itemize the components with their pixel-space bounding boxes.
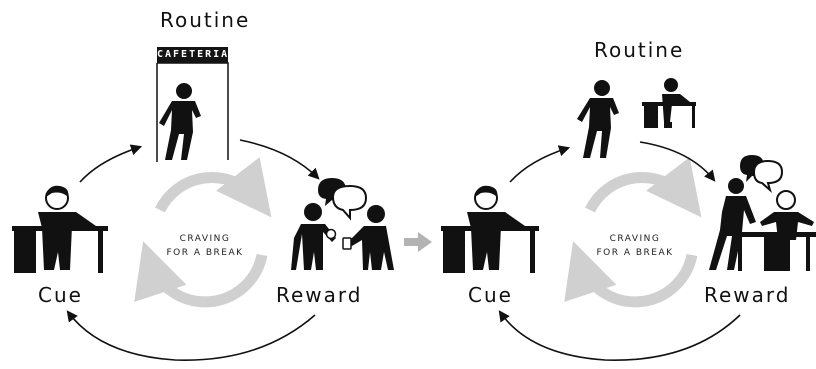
right-arrow-routine-to-reward xyxy=(639,141,716,182)
left-arrow-routine-to-reward xyxy=(239,139,320,180)
right-craving-line1: CRAVING xyxy=(609,234,661,244)
right-speech-bubbles xyxy=(740,155,784,193)
right-reward-people-icon xyxy=(709,178,816,271)
right-arrow-reward-to-cue xyxy=(498,310,741,361)
right-cue-label: Cue xyxy=(468,283,513,307)
left-speech-bubbles xyxy=(318,178,368,221)
left-routine-label: Routine xyxy=(160,8,251,32)
left-routine-person-icon xyxy=(159,83,201,160)
cafeteria-door xyxy=(156,62,229,162)
right-arrow-cue-to-routine xyxy=(509,145,571,183)
left-craving-line1: CRAVING xyxy=(179,234,231,244)
right-routine-label: Routine xyxy=(594,38,685,62)
left-craving-line2: FOR A BREAK xyxy=(166,248,244,258)
right-cue-person-icon xyxy=(441,185,539,273)
left-craving-label: CRAVING FOR A BREAK xyxy=(160,232,250,260)
right-craving-label: CRAVING FOR A BREAK xyxy=(590,232,680,260)
right-loop xyxy=(441,78,816,361)
left-reward-label: Reward xyxy=(276,283,363,307)
left-arrow-cue-to-routine xyxy=(79,144,143,183)
right-routine-person-icon xyxy=(577,80,619,158)
right-craving-line2: FOR A BREAK xyxy=(596,248,674,258)
right-reward-label: Reward xyxy=(704,283,791,307)
left-reward-people-icon xyxy=(291,203,394,270)
left-craving-ring xyxy=(134,157,272,308)
left-arrow-reward-to-cue xyxy=(66,310,316,361)
left-loop xyxy=(12,62,394,361)
left-cue-label: Cue xyxy=(38,283,83,307)
transition-arrow xyxy=(404,232,432,252)
right-craving-ring xyxy=(564,157,702,308)
left-cue-person-icon xyxy=(12,185,108,273)
cafeteria-sign: CAFETERIA xyxy=(157,47,228,63)
right-routine-desk-person-icon xyxy=(642,78,696,128)
